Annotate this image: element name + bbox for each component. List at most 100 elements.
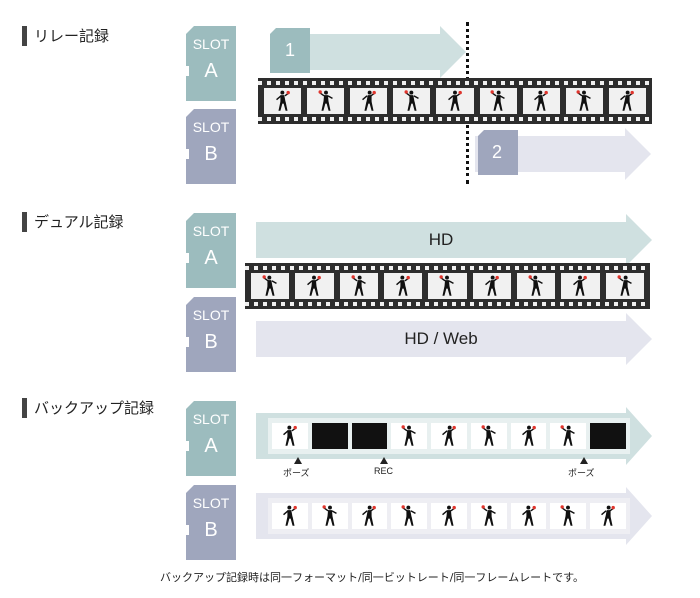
slot-letter: A <box>204 435 218 457</box>
dual-arrow-a <box>256 214 652 266</box>
slot-label: SLOT <box>192 119 230 135</box>
athlete-silhouette <box>448 90 462 111</box>
relay-number-2: 2 <box>492 142 503 162</box>
film-frame <box>561 273 600 299</box>
athlete-silhouette <box>275 90 290 111</box>
film-frame <box>431 423 467 449</box>
film-frame <box>295 273 334 299</box>
athlete-silhouette <box>307 275 322 296</box>
film-frame <box>479 88 517 114</box>
slot-a-card: SLOT A <box>186 26 236 101</box>
slot-letter: B <box>204 519 218 541</box>
paused-frame <box>590 423 627 449</box>
relay-arrow-1 <box>270 26 466 78</box>
pause-label-1: ポーズ <box>283 469 310 479</box>
film-frame <box>608 88 646 114</box>
footnote: バックアップ記録時は同一フォーマット/同一ビットレート/同一フレームレートです。 <box>160 571 584 584</box>
paused-frame <box>311 423 348 449</box>
film-frame <box>431 503 467 529</box>
film-frame <box>470 423 507 449</box>
athlete-silhouette <box>521 505 536 526</box>
section-marker <box>22 212 27 232</box>
slot-b-card: SLOT B <box>186 109 236 184</box>
athlete-silhouette <box>442 505 456 526</box>
slot-label: SLOT <box>192 36 230 52</box>
slot-label: SLOT <box>192 307 230 323</box>
film-frame <box>516 273 556 299</box>
section-title-dual: デュアル記録 <box>34 213 124 231</box>
athlete-silhouette <box>262 275 277 296</box>
slot-letter: B <box>204 143 218 165</box>
athlete-silhouette <box>361 90 376 111</box>
slot-letter: A <box>204 247 218 269</box>
athlete-silhouette <box>528 275 543 296</box>
film-frame <box>264 88 302 114</box>
film-strip-backup-b <box>268 498 630 534</box>
film-frame <box>311 503 348 529</box>
film-frame <box>565 88 603 114</box>
relay-arrow-2 <box>475 128 651 180</box>
pause-marker-1 <box>294 457 302 464</box>
film-frame <box>350 88 388 114</box>
pause-marker-2 <box>580 457 588 464</box>
athlete-silhouette <box>282 505 297 526</box>
athlete-silhouette <box>490 90 505 111</box>
athlete-silhouette <box>620 90 635 111</box>
film-frame <box>522 88 560 114</box>
athlete-silhouette <box>322 505 337 526</box>
athlete-silhouette <box>481 505 496 526</box>
athlete-silhouette <box>351 275 366 296</box>
film-strip-dual <box>245 263 650 309</box>
film-frame <box>391 423 428 449</box>
film-frame <box>272 503 308 529</box>
athlete-silhouette <box>439 275 455 296</box>
section-title-backup: バックアップ記録 <box>34 399 155 417</box>
athlete-silhouette <box>404 90 419 111</box>
athlete-silhouette <box>573 275 588 296</box>
relay-badge-1: 1 <box>270 28 310 73</box>
dual-arrow-b-label: HD / Web <box>404 329 478 348</box>
athlete-silhouette <box>401 425 417 446</box>
film-strip-backup-a <box>268 418 630 454</box>
slot-a-card: SLOT A <box>186 213 236 288</box>
athlete-silhouette <box>560 505 576 526</box>
film-frame <box>393 88 431 114</box>
athlete-silhouette <box>576 90 592 111</box>
section-marker <box>22 26 27 46</box>
film-frame <box>510 423 547 449</box>
film-frame <box>590 503 627 529</box>
athlete-silhouette <box>442 425 456 446</box>
section-title-relay: リレー記録 <box>34 27 110 45</box>
rec-label: REC <box>374 466 394 476</box>
rec-marker <box>380 457 388 464</box>
film-frame <box>251 273 290 299</box>
film-frame <box>436 88 474 114</box>
athlete-silhouette <box>318 90 333 111</box>
dual-arrow-a-label: HD <box>428 230 454 249</box>
film-frame <box>472 273 511 299</box>
film-frame <box>510 503 547 529</box>
athlete-silhouette <box>601 505 616 526</box>
film-frame <box>550 503 587 529</box>
slot-b-card: SLOT B <box>186 485 236 560</box>
film-frame <box>307 88 345 114</box>
film-frame <box>428 273 467 299</box>
slot-label: SLOT <box>192 223 230 239</box>
athlete-silhouette <box>282 425 297 446</box>
athlete-silhouette <box>396 275 411 296</box>
film-frame <box>470 503 507 529</box>
athlete-silhouette <box>362 505 377 526</box>
slot-label: SLOT <box>192 495 230 511</box>
film-frame <box>272 423 308 449</box>
slot-letter: B <box>204 331 218 353</box>
athlete-silhouette <box>481 425 496 446</box>
film-frame <box>550 423 587 449</box>
film-frame <box>383 273 423 299</box>
film-frame <box>351 503 388 529</box>
athlete-silhouette <box>484 275 499 296</box>
athlete-silhouette <box>534 90 549 111</box>
athlete-silhouette <box>617 275 632 296</box>
pause-label-2: ポーズ <box>568 469 595 479</box>
relay-number-1: 1 <box>285 40 296 60</box>
athlete-silhouette <box>401 505 417 526</box>
